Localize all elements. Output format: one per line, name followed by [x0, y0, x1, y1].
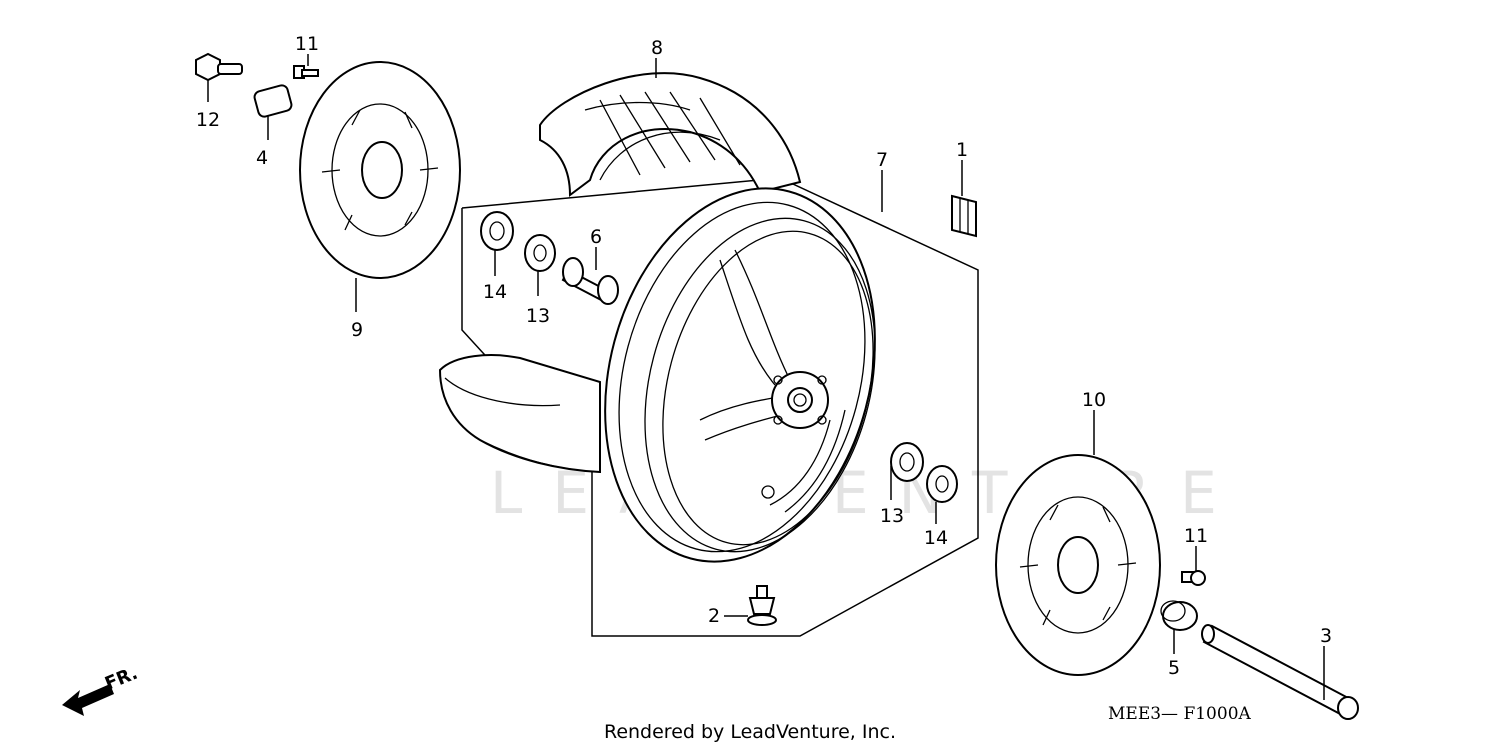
part-2-valve: [747, 585, 777, 626]
callout-11-top: 11: [295, 33, 319, 55]
callout-2: 2: [708, 605, 720, 627]
part-11-screw-bottom: [1181, 570, 1206, 586]
callout-13-top: 13: [526, 305, 550, 327]
part-12-bolt: [195, 52, 243, 82]
part-14-bearing-bottom: [926, 465, 958, 503]
callout-13-bottom: 13: [880, 505, 904, 527]
callout-1: 1: [956, 139, 968, 161]
part-13-bearing-bottom: [890, 442, 924, 482]
part-8-rim-band-lower: [438, 354, 601, 474]
callout-10: 10: [1082, 389, 1106, 411]
arrow-left-icon: [62, 684, 114, 716]
part-14-bearing-top: [480, 211, 514, 251]
callout-8: 8: [651, 37, 663, 59]
callout-7: 7: [876, 149, 888, 171]
leader-lines: [207, 54, 1325, 700]
part-7-wheel: [604, 187, 876, 563]
part-11-screw-top: [293, 65, 319, 79]
footer-credit: Rendered by LeadVenture, Inc.: [604, 721, 896, 743]
callout-9: 9: [351, 319, 363, 341]
part-13-bearing-top: [524, 234, 556, 272]
callout-14-top: 14: [483, 281, 507, 303]
callout-3: 3: [1320, 625, 1332, 647]
part-10-brake-disc-right: [995, 454, 1161, 676]
callout-4: 4: [256, 147, 268, 169]
part-8-rim-band: [539, 72, 802, 197]
part-3-axle: [1201, 624, 1359, 720]
callout-12: 12: [196, 109, 220, 131]
part-6-spacer: [561, 257, 619, 305]
front-direction-indicator: FR.: [62, 663, 141, 716]
part-4-collar: [253, 84, 293, 118]
part-9-brake-disc-left: [299, 61, 461, 279]
callout-11-bottom: 11: [1184, 525, 1208, 547]
diagram-reference: MEE3— F1000A: [1108, 704, 1252, 724]
part-1-balance-weight: [951, 194, 977, 238]
part-5-collar: [1160, 600, 1198, 631]
callout-14-bottom: 14: [924, 527, 948, 549]
callout-6: 6: [590, 226, 602, 248]
callout-5: 5: [1168, 657, 1180, 679]
direction-label: FR.: [102, 663, 141, 695]
